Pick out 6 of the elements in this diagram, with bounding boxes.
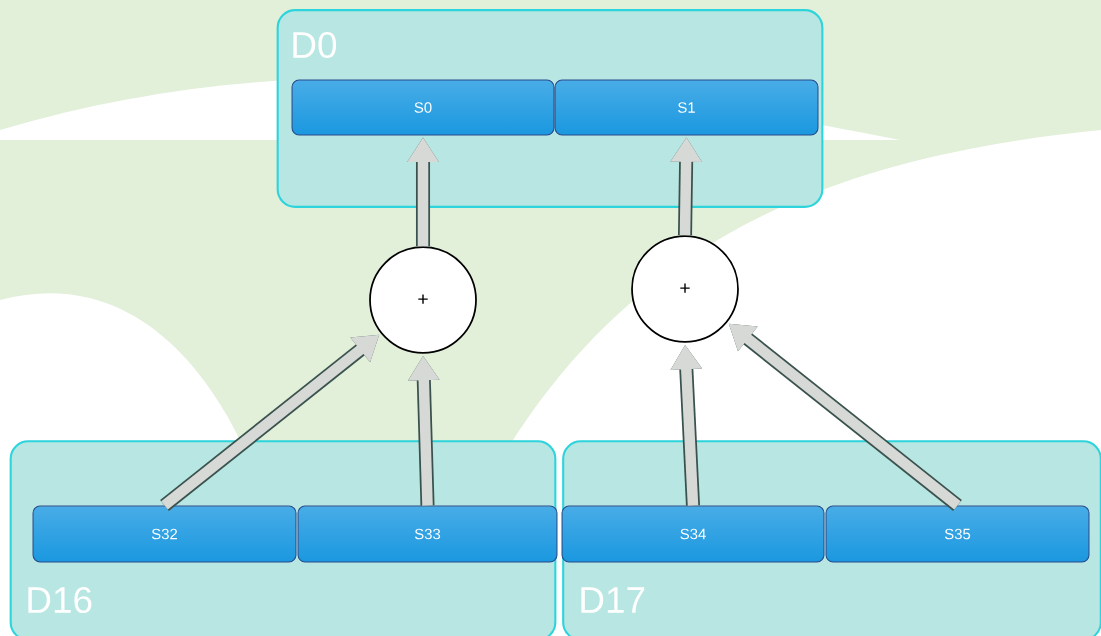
segment-box: S32 [32,505,297,563]
segment-box: S33 [297,505,558,563]
segment-box: S1 [554,79,819,136]
segment-box: S35 [825,505,1090,563]
segment-box: S34 [561,505,825,563]
segment-box: S0 [291,79,555,136]
